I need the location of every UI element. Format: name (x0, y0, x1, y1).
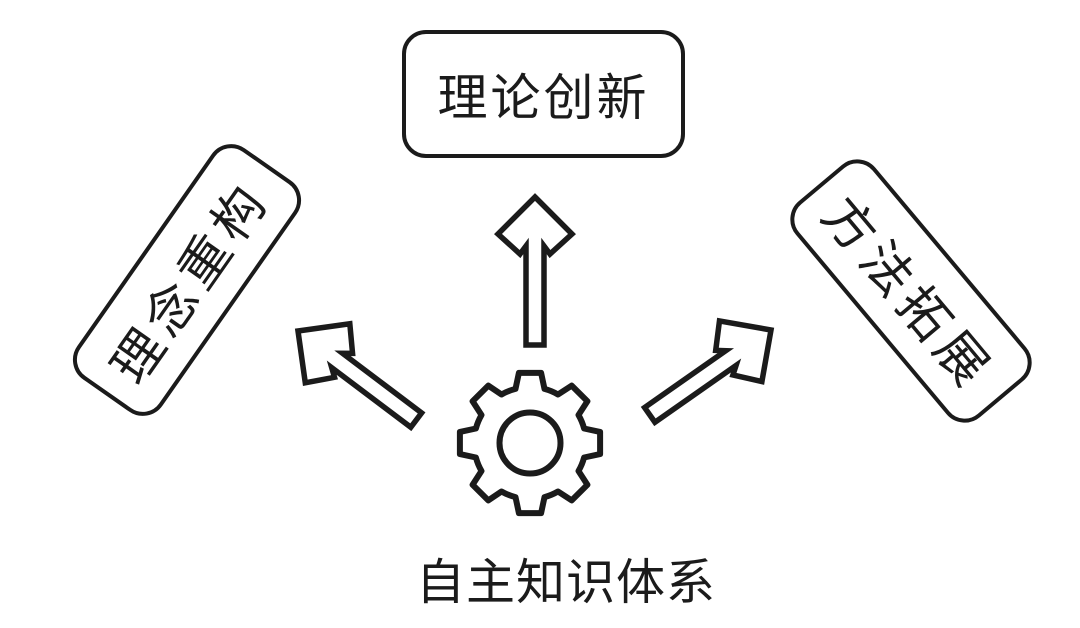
up-right-arrow-icon (640, 317, 775, 427)
gear-icon (456, 369, 604, 517)
up-left-arrow-icon (294, 320, 426, 432)
gear-center-circle (496, 409, 564, 477)
node-theory-innovation-label: 理论创新 (437, 70, 650, 126)
hub-label: 自主知识体系 (415, 555, 716, 610)
up-arrow-icon (494, 193, 576, 348)
node-theory-innovation: 理论创新 (402, 30, 685, 158)
